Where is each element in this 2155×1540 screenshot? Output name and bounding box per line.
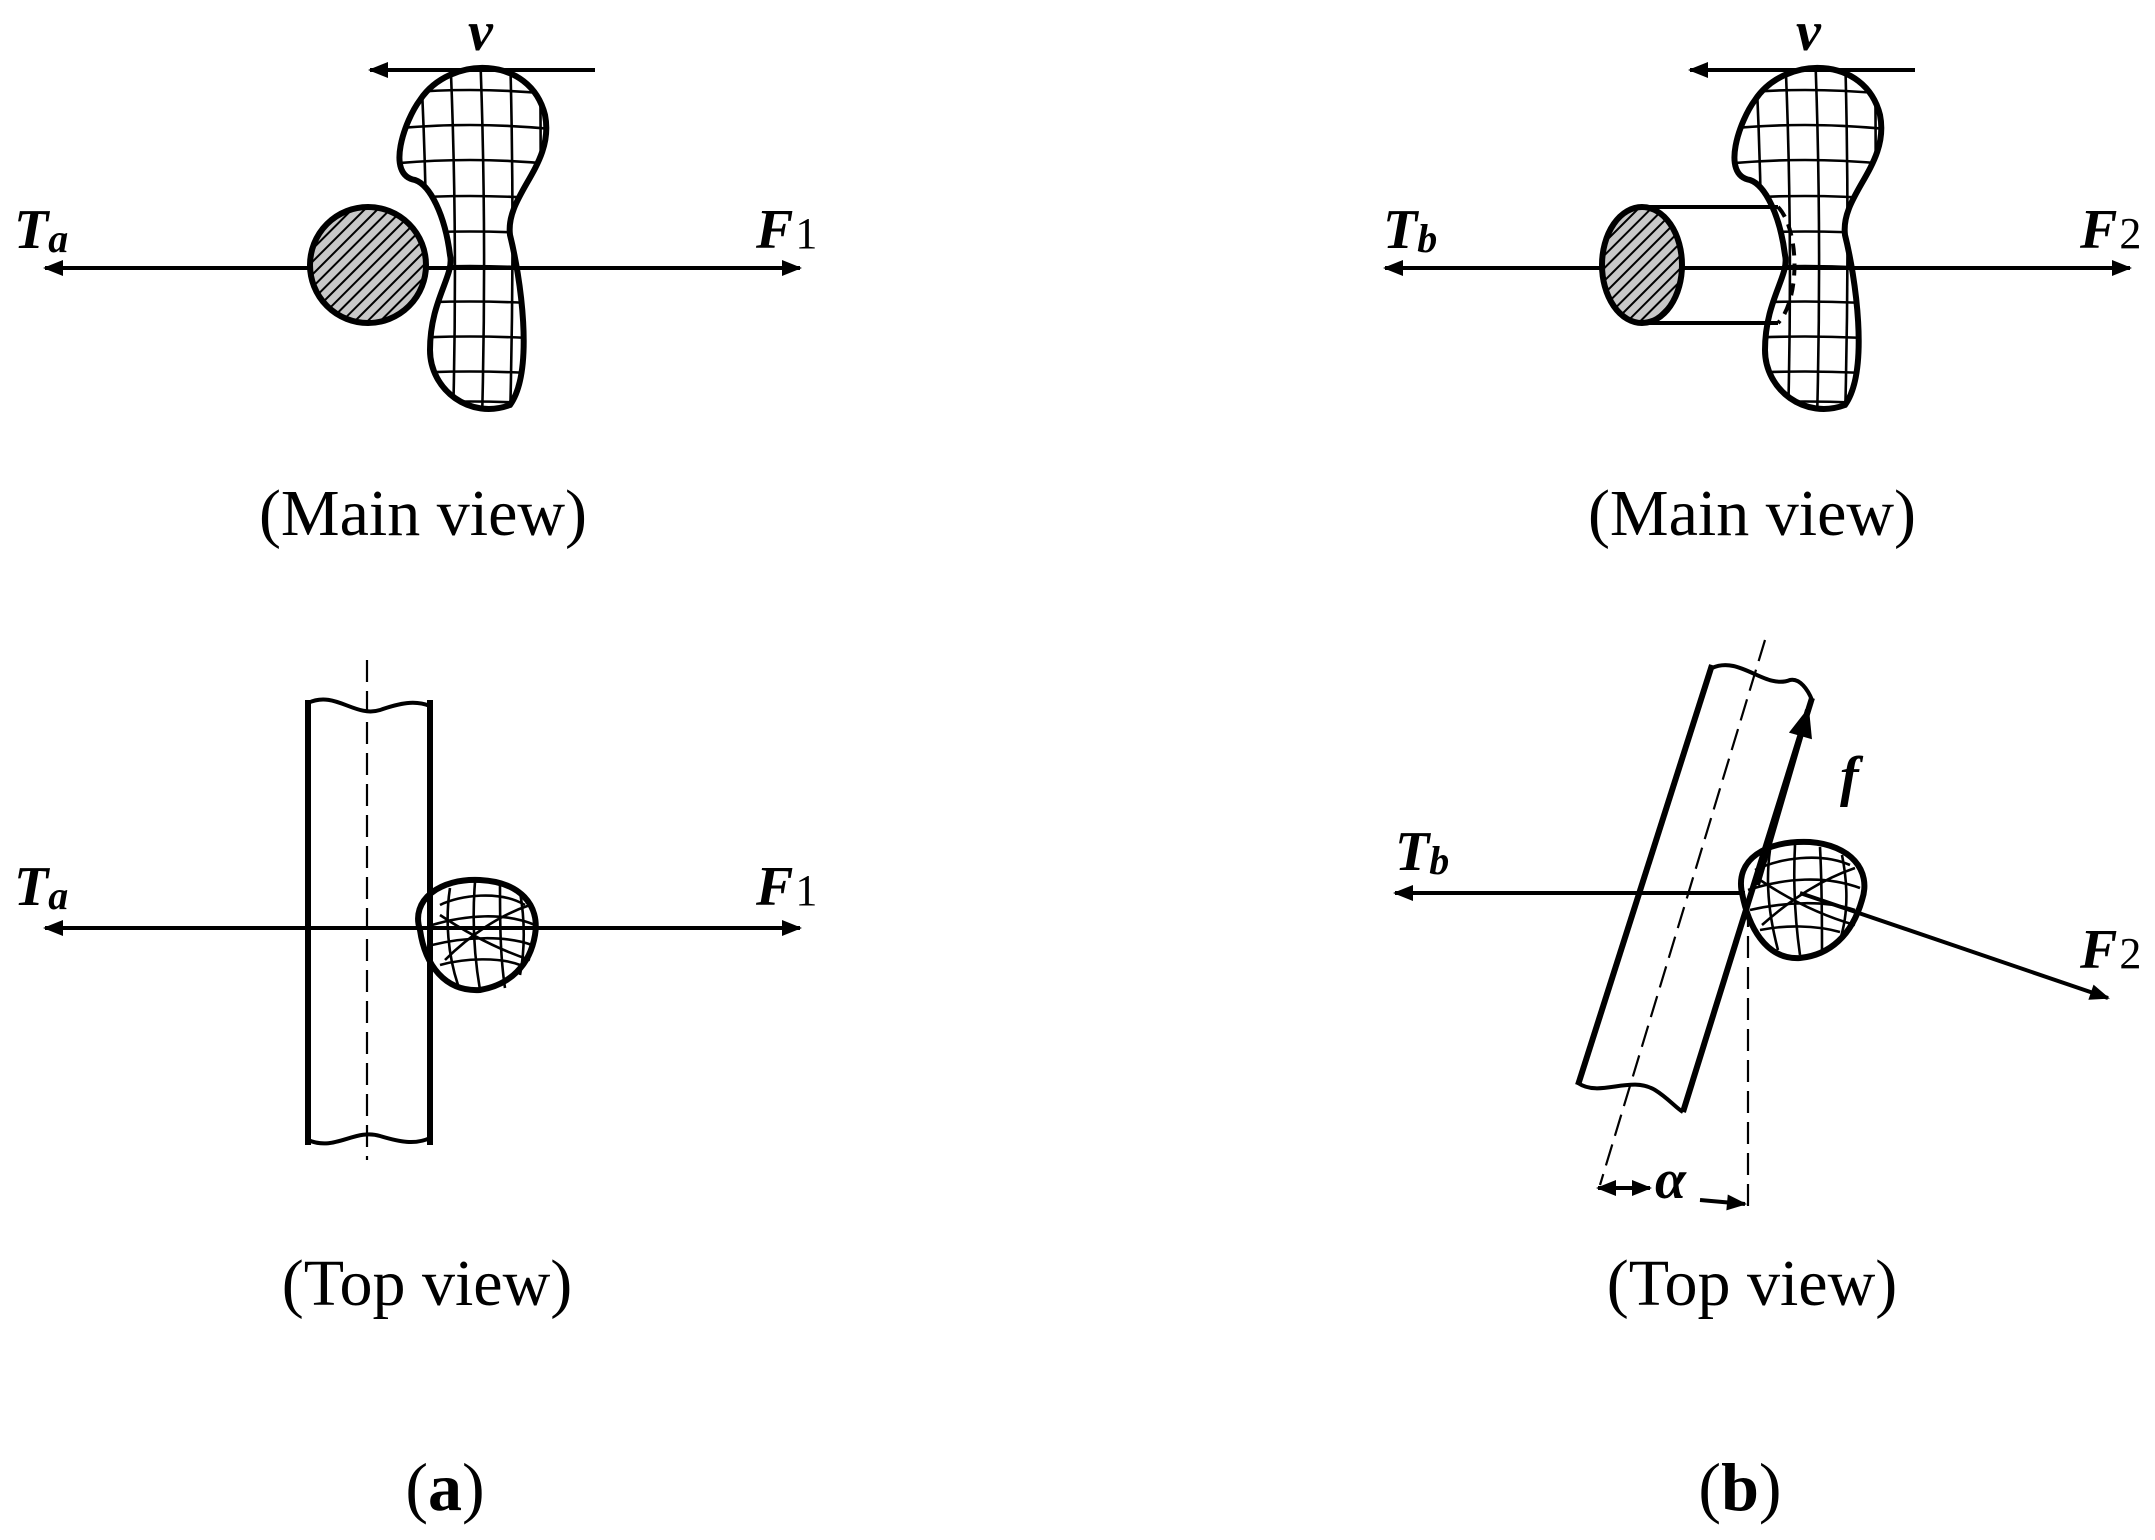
weld-nugget-b-top [1738, 838, 1868, 962]
panel-label-b: (b) [1698, 1449, 1781, 1525]
wire-cylinder-b [1599, 204, 1797, 326]
force-label-f1-main: F1 [755, 199, 817, 261]
friction-arrow-f [1754, 707, 1812, 886]
velocity-label-b: v [1796, 1, 1822, 63]
force-label-ta-top: Ta [14, 856, 68, 918]
caption-main-view-a: (Main view) [259, 477, 587, 550]
wire-cross-section-b [1599, 204, 1685, 326]
caption-top-view-b: (Top view) [1607, 1247, 1897, 1320]
force-label-f1-top: F1 [755, 856, 817, 918]
panel-label-a: (a) [405, 1449, 484, 1525]
force-line-right-b-top [1799, 891, 2110, 1000]
panel-a: v Ta F1 (Main view) [14, 1, 817, 1525]
force-label-f2-main: F2 [2079, 199, 2141, 261]
wire-strip-a-top [305, 660, 433, 1160]
weld-bead-b-main [1731, 65, 1885, 412]
panel-b: v Tb F2 (Main view) [1383, 1, 2141, 1525]
friction-label-f: f [1840, 746, 1864, 808]
force-label-tb-main: Tb [1383, 199, 1437, 261]
force-label-tb-top: Tb [1395, 821, 1449, 883]
angle-alpha-marker [1596, 1180, 1747, 1211]
weld-nugget-a-top [415, 876, 539, 994]
caption-top-view-a: (Top view) [282, 1247, 572, 1320]
force-label-ta-main: Ta [14, 199, 68, 261]
angle-label-alpha: α [1655, 1149, 1687, 1211]
wire-cross-section-a [307, 204, 429, 326]
velocity-label-a: v [468, 1, 494, 63]
caption-main-view-b: (Main view) [1588, 477, 1916, 550]
force-label-f2-top: F2 [2079, 919, 2141, 981]
